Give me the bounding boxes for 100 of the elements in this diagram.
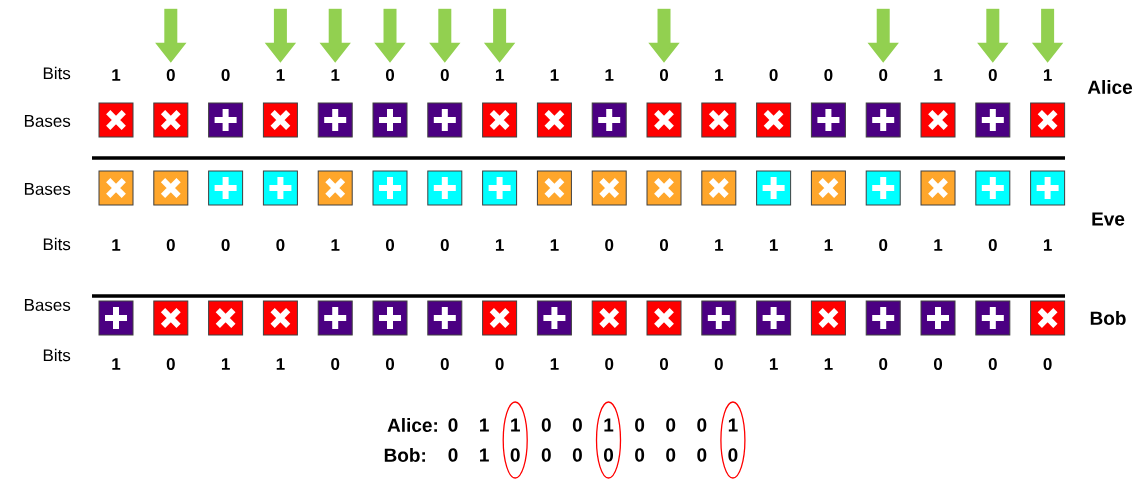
bit-value: 0 [659, 69, 669, 82]
bit-value: 1 [480, 448, 489, 462]
bit-value: 0 [221, 69, 230, 82]
bit-value: 1 [1043, 69, 1052, 81]
bit-value: 0 [572, 448, 582, 462]
bit-value: 0 [440, 239, 449, 252]
bit-value: 0 [448, 418, 458, 432]
bit-value: 0 [331, 358, 340, 371]
bit-value: 1 [112, 358, 121, 370]
cross-tile [920, 170, 956, 206]
plus-tile [975, 170, 1011, 206]
bit-value: 0 [541, 448, 551, 462]
bit-value: 1 [550, 358, 559, 370]
bit-value: 1 [495, 69, 504, 81]
plus-tile [756, 170, 792, 206]
bit-value: 1 [934, 69, 943, 81]
party-name: Alice: [387, 418, 437, 432]
plus-tile [427, 170, 463, 206]
plus-tile [865, 102, 901, 138]
cross-tile [208, 300, 244, 336]
bit-value: 1 [769, 358, 778, 370]
cross-tile [646, 300, 682, 336]
cross-tile [153, 102, 189, 138]
bit-value: 0 [221, 239, 230, 252]
bit-value: 0 [572, 418, 582, 432]
bit-value: 0 [635, 448, 645, 462]
cross-tile [1030, 102, 1066, 138]
bit-value: 0 [879, 239, 888, 252]
bit-value: 1 [715, 239, 724, 251]
cross-tile [646, 170, 682, 206]
plus-tile [427, 300, 463, 336]
bit-value: 0 [385, 69, 395, 82]
bit-value: 0 [541, 418, 551, 432]
row-label: Bits [43, 348, 71, 362]
bit-value: 0 [440, 69, 449, 82]
bit-value: 0 [276, 239, 285, 252]
party-name: Eve [1092, 212, 1125, 226]
bit-value: 1 [112, 69, 121, 81]
cross-tile [536, 102, 572, 138]
plus-tile [975, 300, 1011, 336]
bit-value: 1 [728, 418, 738, 432]
cross-tile [591, 170, 627, 206]
bit-value: 0 [166, 239, 175, 252]
cross-tile [262, 300, 298, 336]
plus-tile [427, 102, 463, 138]
party-name: Alice [1087, 80, 1133, 94]
cross-tile [810, 300, 846, 336]
bit-value: 0 [933, 358, 943, 371]
bit-value: 1 [495, 239, 504, 251]
row-label: Bits [43, 237, 71, 251]
plus-tile [317, 102, 353, 138]
plus-tile [975, 102, 1011, 138]
bit-value: 0 [879, 69, 888, 82]
plus-tile [208, 102, 244, 138]
plus-tile [208, 170, 244, 206]
bit-value: 0 [166, 69, 175, 82]
cross-tile [482, 102, 518, 138]
bit-value: 1 [715, 69, 724, 81]
party-name: Bob [1090, 311, 1126, 325]
bit-value: 1 [276, 69, 285, 81]
row-label: Bits [43, 66, 71, 80]
bit-value: 0 [697, 448, 707, 462]
plus-tile [482, 170, 518, 206]
cross-tile [810, 170, 846, 206]
bit-value: 0 [659, 239, 669, 252]
bit-value: 1 [331, 239, 340, 251]
cross-tile [317, 170, 353, 206]
bit-value: 0 [988, 358, 997, 371]
plus-tile [262, 170, 298, 206]
plus-tile [536, 300, 572, 336]
bit-value: 0 [879, 358, 888, 371]
plus-tile [591, 102, 627, 138]
plus-tile [810, 102, 846, 138]
cross-tile [701, 170, 737, 206]
bit-value: 0 [659, 358, 669, 371]
bit-value: 0 [604, 448, 613, 462]
cross-tile [920, 102, 956, 138]
bit-value: 0 [605, 239, 614, 252]
bit-value: 1 [550, 69, 559, 81]
cross-tile [756, 102, 792, 138]
bit-value: 1 [1043, 239, 1052, 251]
plus-tile [317, 300, 353, 336]
bit-value: 1 [605, 69, 614, 81]
cross-tile [153, 300, 189, 336]
cross-tile [701, 102, 737, 138]
plus-tile [372, 102, 408, 138]
bit-value: 1 [480, 418, 489, 432]
bit-value: 1 [221, 358, 230, 370]
row-label: Bases [24, 299, 71, 311]
bit-value: 1 [824, 358, 833, 370]
bit-value: 0 [605, 358, 614, 371]
bit-value: 1 [769, 239, 778, 251]
cross-tile [262, 102, 298, 138]
bit-value: 1 [824, 239, 833, 251]
bit-value: 0 [1043, 358, 1052, 371]
bit-value: 1 [112, 239, 121, 251]
cross-tile [153, 170, 189, 206]
cross-tile [98, 170, 134, 206]
row-label: Bases [24, 183, 71, 195]
cross-tile [591, 300, 627, 336]
